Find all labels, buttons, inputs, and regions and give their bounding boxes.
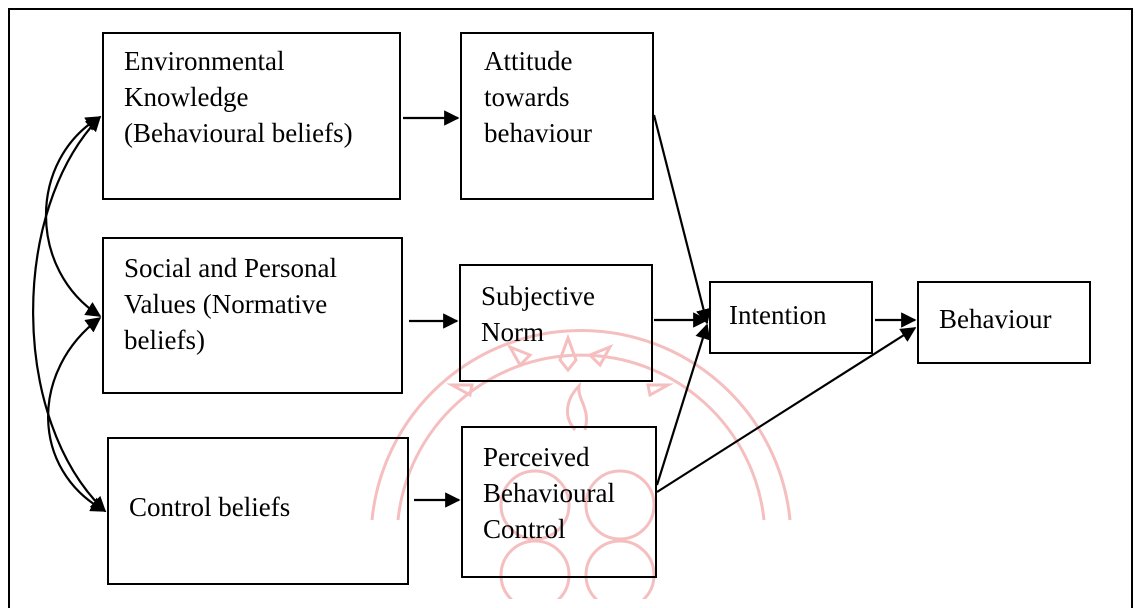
node-control-beliefs: Control beliefs xyxy=(107,437,409,585)
edge-knowledge-control-correlation xyxy=(32,115,107,513)
node-behaviour: Behaviour xyxy=(917,281,1091,364)
node-label: Intention xyxy=(729,300,827,330)
node-social-personal-values: Social and Personal Values (Normative be… xyxy=(102,237,403,394)
edge-pbc-to-intention xyxy=(655,323,711,486)
node-label: Attitude towards behaviour xyxy=(484,46,592,148)
edge-pbc-to-behaviour xyxy=(656,327,917,493)
node-label: Subjective Norm xyxy=(481,281,595,347)
figure-frame xyxy=(8,8,1133,608)
node-subjective-norm: Subjective Norm xyxy=(459,264,653,382)
edge-values-control-correlation xyxy=(47,317,107,512)
node-label: Environmental Knowledge (Behavioural bel… xyxy=(124,46,353,148)
edge-knowledge-values-correlation xyxy=(45,116,102,317)
node-label: Perceived Behavioural Control xyxy=(483,442,615,544)
node-label: Social and Personal Values (Normative be… xyxy=(124,253,337,355)
node-attitude: Attitude towards behaviour xyxy=(460,32,654,200)
edge-attitude-to-intention xyxy=(652,114,712,325)
node-perceived-behavioural-control: Perceived Behavioural Control xyxy=(461,426,657,578)
node-label: Control beliefs xyxy=(129,492,291,522)
node-label: Behaviour xyxy=(939,304,1052,334)
node-environmental-knowledge: Environmental Knowledge (Behavioural bel… xyxy=(102,32,401,200)
